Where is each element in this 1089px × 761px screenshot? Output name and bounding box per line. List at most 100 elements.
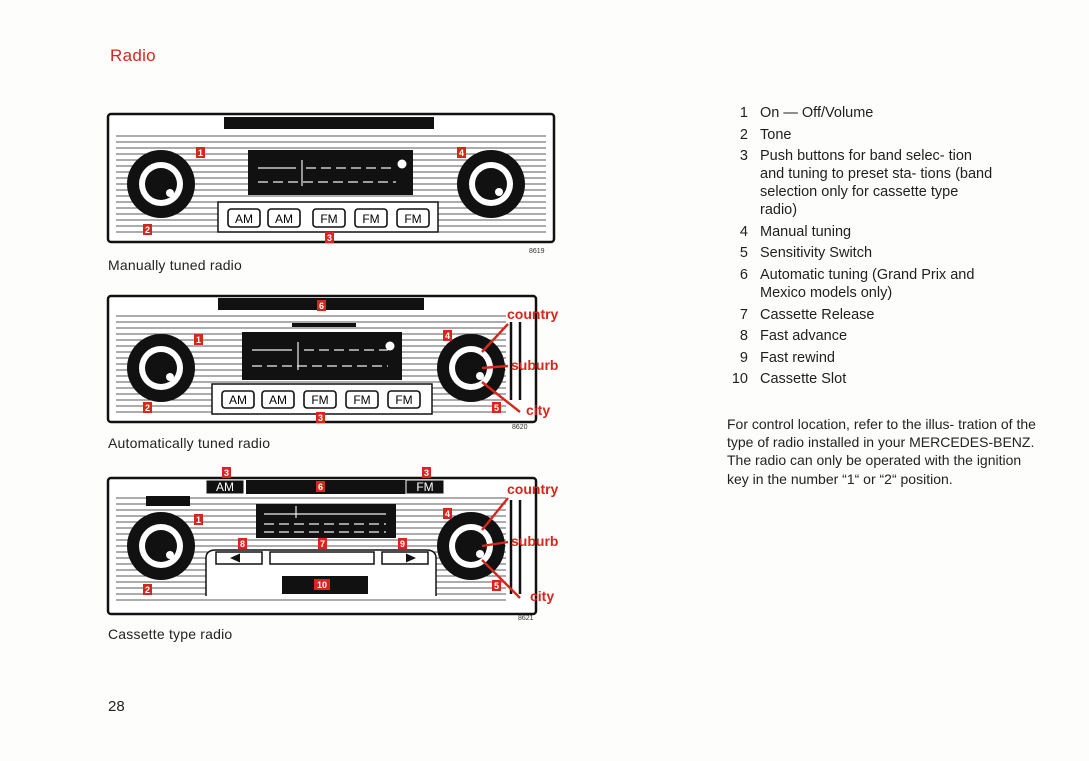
fast-advance-button[interactable] — [215, 551, 263, 565]
figure-number: 8619 — [529, 248, 545, 255]
legend-number: 8 — [739, 328, 748, 345]
button-row: AM AM FM FM FM — [227, 208, 430, 228]
legend-item: 1 On — Off/Volume — [724, 104, 994, 122]
preset-button[interactable]: FM — [303, 390, 337, 409]
svg-text:suburb: suburb — [511, 357, 558, 373]
preset-button[interactable]: FM — [396, 208, 430, 228]
legend-number: 1 — [739, 105, 748, 121]
legend-text: Cassette Slot — [760, 371, 847, 388]
svg-text:9: 9 — [400, 539, 405, 549]
svg-text:3: 3 — [318, 413, 323, 423]
legend-number: 5 — [739, 245, 748, 262]
legend-item: 2 Tone — [724, 126, 994, 144]
svg-text:FM: FM — [353, 393, 370, 407]
legend-item: 9 Fast rewind — [724, 349, 994, 367]
svg-text:AM: AM — [269, 393, 287, 407]
legend-text: On — Off/Volume — [760, 105, 874, 121]
svg-text:1: 1 — [196, 335, 201, 345]
legend-number: 4 — [739, 223, 748, 240]
svg-text:3: 3 — [424, 468, 429, 478]
tuning-knob[interactable] — [437, 334, 505, 402]
legend-text: Sensitivity Switch — [760, 245, 873, 262]
legend-number: 6 — [739, 266, 748, 283]
preset-button[interactable]: AM — [227, 208, 261, 228]
svg-text:city: city — [526, 402, 550, 418]
svg-text:country: country — [507, 481, 558, 497]
svg-text:1: 1 — [196, 515, 201, 525]
fast-rewind-button[interactable] — [381, 551, 429, 565]
band-button[interactable]: AM — [205, 479, 245, 495]
volume-knob[interactable] — [127, 150, 195, 218]
figure-caption: Automatically tuned radio — [108, 435, 271, 451]
svg-text:FM: FM — [362, 212, 379, 226]
preset-button[interactable]: AM — [221, 390, 255, 409]
page-number: 28 — [108, 698, 125, 715]
figure-caption: Cassette type radio — [108, 626, 233, 642]
legend-item: 5 Sensitivity Switch — [724, 244, 994, 262]
svg-text:1: 1 — [198, 148, 203, 158]
svg-text:10: 10 — [317, 580, 327, 590]
preset-button[interactable]: AM — [267, 208, 301, 228]
svg-text:8: 8 — [240, 539, 245, 549]
figure-number: 8621 — [518, 615, 534, 622]
svg-text:3: 3 — [327, 233, 332, 243]
tuning-knob[interactable] — [457, 150, 525, 218]
svg-text:city: city — [530, 588, 554, 604]
svg-text:country: country — [507, 306, 558, 322]
button-row: AM AM FM FM FM — [221, 390, 421, 409]
legend-number: 10 — [731, 371, 748, 388]
legend-item: 7 Cassette Release — [724, 306, 994, 324]
cassette-release-button[interactable] — [269, 551, 375, 565]
volume-knob[interactable] — [127, 512, 195, 580]
legend-item: 10 Cassette Slot — [724, 370, 994, 388]
svg-text:AM: AM — [275, 212, 293, 226]
legend-item: 6 Automatic tuning (Grand Prix and Mexico… — [724, 266, 994, 302]
legend-text: Automatic tuning (Grand Prix and Mexico … — [760, 266, 975, 301]
svg-text:2: 2 — [145, 585, 150, 595]
svg-text:AM: AM — [216, 480, 234, 494]
svg-text:FM: FM — [311, 393, 328, 407]
legend-number: 2 — [739, 126, 748, 143]
instruction-note: For control location, refer to the illus… — [727, 415, 1037, 488]
legend-number: 7 — [739, 306, 748, 323]
sensitivity-switch[interactable] — [509, 322, 522, 400]
figure-automatic-radio: AM AM FM FM FM country suburb city 6 1 2… — [106, 292, 558, 427]
svg-text:4: 4 — [445, 331, 450, 341]
svg-text:2: 2 — [145, 225, 150, 235]
svg-text:FM: FM — [320, 212, 337, 226]
legend-text: Cassette Release — [760, 306, 875, 323]
svg-text:FM: FM — [416, 480, 433, 494]
cassette-radio-illustration: AM FM country suburb city 3 3 6 — [106, 467, 558, 616]
legend-item: 4 Manual tuning — [724, 223, 994, 241]
legend-text: Fast rewind — [760, 349, 835, 366]
sensitivity-switch[interactable] — [509, 500, 522, 594]
legend-text: Manual tuning — [760, 223, 852, 240]
band-button[interactable]: FM — [405, 479, 445, 495]
preset-button[interactable]: FM — [387, 390, 421, 409]
preset-button[interactable]: FM — [312, 208, 346, 228]
preset-button[interactable]: FM — [354, 208, 388, 228]
svg-text:5: 5 — [494, 581, 499, 591]
svg-text:FM: FM — [395, 393, 412, 407]
figure-cassette-radio: AM FM country suburb city 3 3 6 — [106, 466, 558, 616]
legend-number: 9 — [739, 349, 748, 366]
svg-text:5: 5 — [494, 403, 499, 413]
automatic-radio-illustration: AM AM FM FM FM country suburb city 6 1 2… — [106, 294, 558, 424]
volume-knob[interactable] — [127, 334, 195, 402]
svg-text:6: 6 — [318, 482, 323, 492]
note-paragraph: The radio can only be operated with the … — [727, 452, 1022, 487]
svg-text:AM: AM — [229, 393, 247, 407]
svg-text:4: 4 — [445, 509, 450, 519]
page-title: Radio — [110, 46, 156, 65]
preset-button[interactable]: AM — [261, 390, 295, 409]
legend-text: Tone — [760, 126, 792, 143]
figure-manual-radio: AM AM FM FM FM 1 2 3 4 — [106, 112, 558, 247]
tuning-knob[interactable] — [437, 512, 505, 580]
svg-text:6: 6 — [319, 301, 324, 311]
preset-button[interactable]: FM — [345, 390, 379, 409]
svg-text:3: 3 — [224, 468, 229, 478]
figure-number: 8620 — [512, 424, 528, 431]
